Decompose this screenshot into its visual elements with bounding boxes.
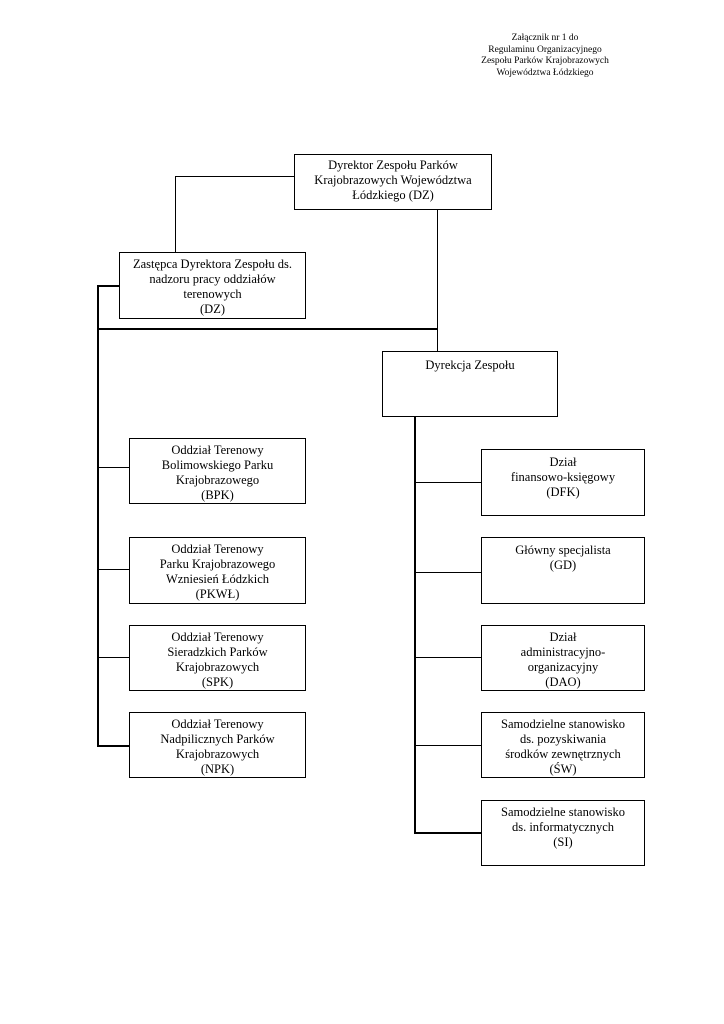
field-unit-label-line: Wzniesień Łódzkich — [165, 572, 270, 586]
department-label-line: organizacyjny — [527, 660, 599, 674]
department-label-line: (GD) — [549, 558, 577, 572]
department-label-line: ds. pozyskiwania — [519, 732, 607, 746]
department-gd: Główny specjalista (GD) — [481, 537, 645, 604]
attachment-note-line: Załącznik nr 1 do — [511, 33, 579, 43]
connector-deputy-stub — [97, 285, 121, 287]
management-box: Dyrekcja Zespołu — [382, 351, 558, 417]
field-unit-bpk: Oddział Terenowy Bolimowskiego Parku Kra… — [129, 438, 306, 504]
deputy-director-box: Zastępca Dyrektora Zespołu ds. nadzoru p… — [119, 252, 306, 319]
field-unit-label-line: Oddział Terenowy — [171, 443, 264, 457]
field-unit-label-line: (SPK) — [201, 675, 234, 689]
field-unit-label-line: (BPK) — [201, 488, 234, 502]
deputy-label-line: (DZ) — [200, 302, 225, 316]
department-si: Samodzielne stanowisko ds. informatyczny… — [481, 800, 645, 866]
department-label-line: Samodzielne stanowisko — [501, 805, 625, 819]
field-unit-npk: Oddział Terenowy Nadpilicznych Parków Kr… — [129, 712, 306, 778]
deputy-label-line: Zastępca Dyrektora Zespołu ds. — [133, 257, 292, 271]
department-label-line: Samodzielne stanowisko — [501, 717, 625, 731]
deputy-label-line: nadzoru pracy oddziałów — [149, 272, 276, 286]
field-unit-pkwl: Oddział Terenowy Parku Krajobrazowego Wz… — [129, 537, 306, 604]
department-label-line: ds. informatycznych — [511, 820, 615, 834]
attachment-note-line: Województwa Łódzkiego — [496, 67, 594, 78]
field-unit-label-line: Oddział Terenowy — [171, 630, 264, 644]
field-unit-label-line: Krajobrazowych — [175, 747, 260, 761]
department-label-line: Dział — [549, 630, 577, 644]
connector-field-unit-3 — [98, 657, 130, 658]
director-label-line: Łódzkiego (DZ) — [352, 188, 434, 202]
department-sw: Samodzielne stanowisko ds. pozyskiwania … — [481, 712, 645, 778]
department-label-line: Dział — [549, 455, 577, 469]
department-label-line: środków zewnętrznych — [505, 747, 621, 761]
department-dfk: Dział finansowo-księgowy (DFK) — [481, 449, 645, 516]
director-label-line: Krajobrazowych Województwa — [314, 173, 472, 187]
attachment-note-line: Zespołu Parków Krajobrazowych — [481, 56, 609, 66]
field-unit-label-line: Nadpilicznych Parków — [160, 732, 275, 746]
connector-department-3 — [416, 657, 482, 658]
field-unit-label-line: Parku Krajobrazowego — [159, 557, 276, 571]
connector-to-management — [437, 329, 438, 351]
connector-field-unit-1 — [98, 467, 130, 468]
field-unit-label-line: Sieradzkich Parków — [167, 645, 268, 659]
director-box: Dyrektor Zespołu Parków Krajobrazowych W… — [294, 154, 492, 210]
connector-field-unit-4 — [97, 745, 130, 747]
connector-director-trunk — [437, 209, 438, 329]
department-label-line: (ŚW) — [549, 762, 577, 776]
department-label-line: administracyjno- — [520, 645, 606, 659]
field-unit-label-line: (NPK) — [200, 762, 235, 776]
field-unit-label-line: Bolimowskiego Parku — [161, 458, 274, 472]
connector-director-deputy-h — [175, 176, 295, 177]
field-unit-label-line: Krajobrazowego — [175, 473, 260, 487]
connector-departments-spine — [414, 417, 416, 833]
field-unit-label-line: (PKWŁ) — [195, 587, 240, 601]
director-label-line: Dyrektor Zespołu Parków — [328, 158, 458, 172]
connector-main-horizontal — [97, 328, 438, 330]
connector-department-2 — [416, 572, 482, 573]
connector-field-unit-2 — [98, 569, 130, 570]
department-label-line: Główny specjalista — [515, 543, 611, 557]
attachment-note-line: Regulaminu Organizacyjnego — [488, 44, 602, 55]
connector-department-1 — [416, 482, 482, 483]
department-label-line: (DFK) — [546, 485, 580, 499]
connector-department-5 — [414, 832, 482, 834]
field-unit-spk: Oddział Terenowy Sieradzkich Parków Kraj… — [129, 625, 306, 691]
connector-director-deputy-v — [175, 176, 176, 253]
connector-department-4 — [416, 745, 482, 746]
field-unit-label-line: Oddział Terenowy — [171, 717, 264, 731]
field-unit-label-line: Oddział Terenowy — [171, 542, 264, 556]
deputy-label-line: terenowych — [183, 287, 242, 301]
management-label: Dyrekcja Zespołu — [425, 358, 515, 372]
department-dao: Dział administracyjno- organizacyjny (DA… — [481, 625, 645, 691]
connector-field-units-spine — [97, 285, 99, 746]
department-label-line: (SI) — [553, 835, 573, 849]
field-unit-label-line: Krajobrazowych — [175, 660, 260, 674]
department-label-line: finansowo-księgowy — [510, 470, 616, 484]
department-label-line: (DAO) — [545, 675, 581, 689]
attachment-note: Załącznik nr 1 do Regulaminu Organizacyj… — [460, 33, 630, 79]
